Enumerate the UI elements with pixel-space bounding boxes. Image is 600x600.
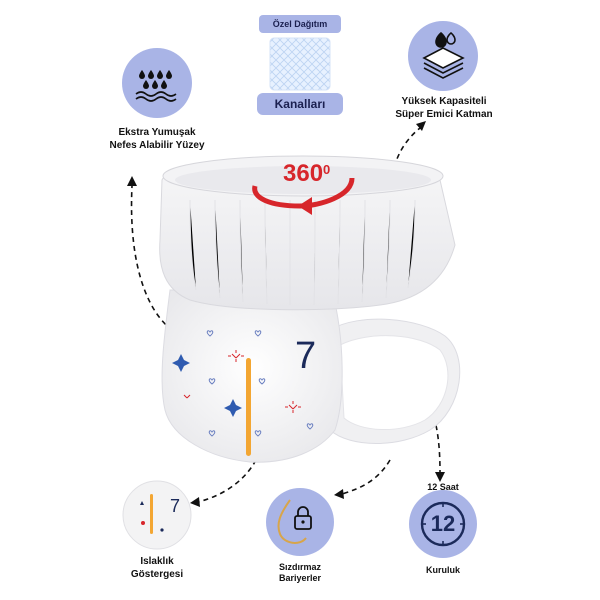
- wetness-indicator-icon: [140, 494, 164, 534]
- absorbent-layers-icon: [422, 31, 465, 79]
- clock-12-icon: [420, 501, 466, 547]
- thumb-size-number: 7: [170, 496, 181, 516]
- feature-label-dryness: Kuruluk: [425, 565, 460, 575]
- feature-label-leak: Sızdırmaz Bariyerler: [278, 562, 322, 583]
- leak-barrier-lock-icon: [277, 499, 312, 544]
- wetness-indicator-stripe: [246, 358, 251, 456]
- distribution-bottom-label: Kanalları: [257, 93, 343, 115]
- rotation-text: 360: [283, 160, 324, 187]
- water-droplets-icon: [135, 70, 177, 102]
- arrow-heads: [127, 121, 445, 507]
- feature-circle-wetness: [122, 480, 192, 550]
- feature-label-softness: Ekstra Yumuşak Nefes Alabilir Yüzey: [109, 127, 205, 151]
- feature-label-wetness: Islaklık Göstergesi: [130, 556, 184, 580]
- distribution-card: [259, 15, 341, 91]
- diaper-illustration: [159, 155, 461, 463]
- dryness-header: 12 Saat: [427, 482, 459, 492]
- feature-circle-softness: [122, 48, 192, 118]
- rotation-badge: 3600: [283, 161, 330, 187]
- size-number: 7: [295, 335, 317, 377]
- distribution-top-label: Özel Dağıtım: [272, 19, 328, 29]
- feature-circle-leak: [266, 488, 334, 556]
- clock-number: 12: [430, 511, 456, 536]
- feature-circle-dryness: [409, 490, 477, 558]
- rotation-superscript: 0: [323, 162, 331, 177]
- feature-label-absorbency: Yüksek Kapasiteli Süper Emici Katman: [395, 96, 493, 120]
